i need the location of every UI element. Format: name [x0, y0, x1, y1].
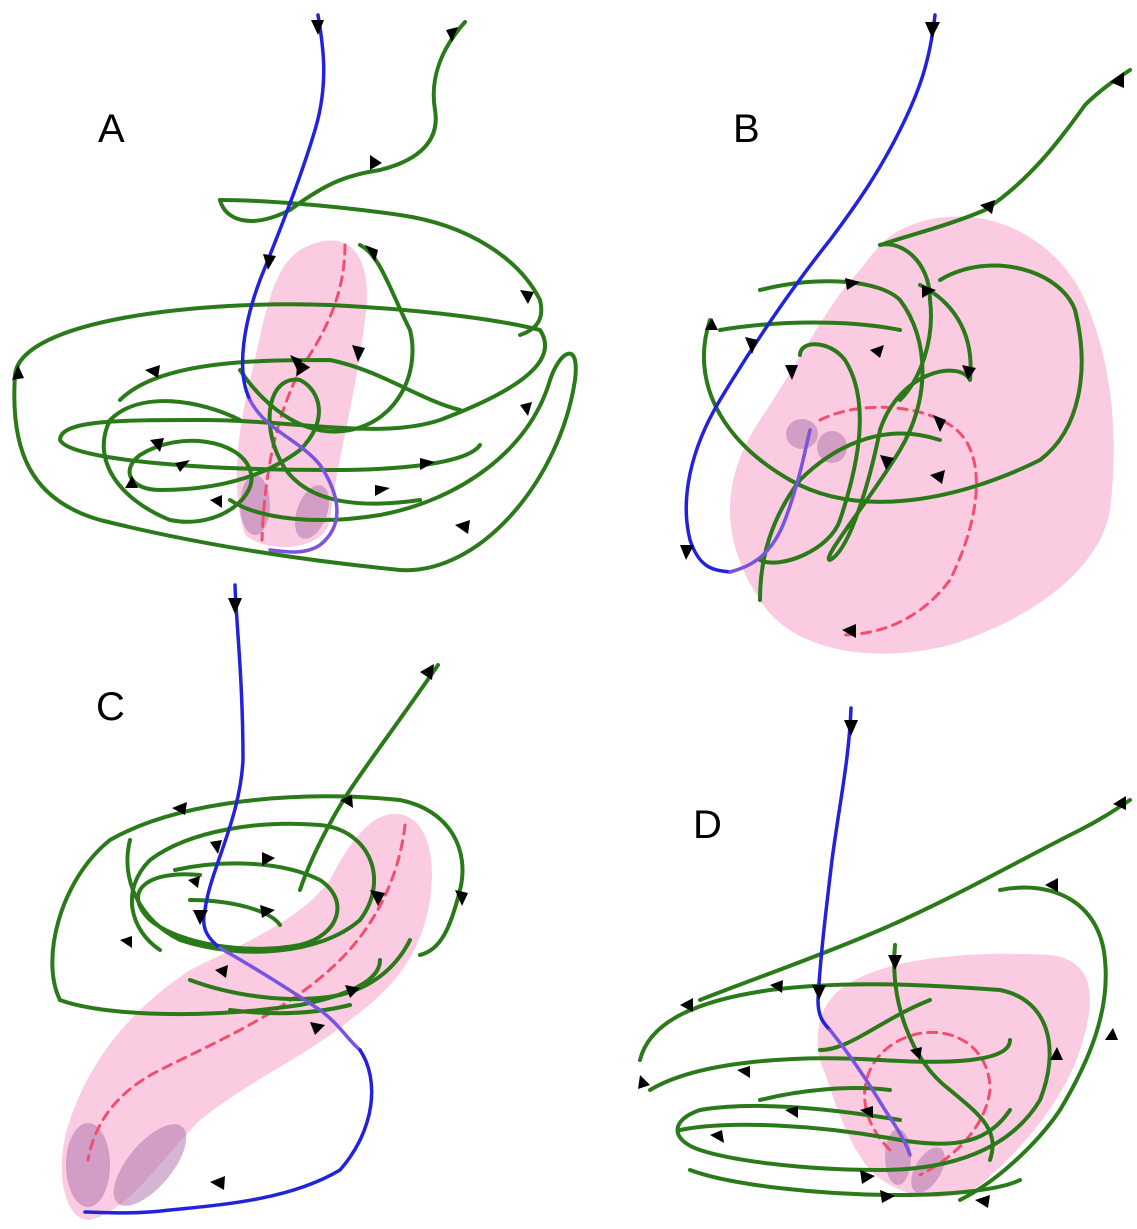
arrowhead-c-12 [120, 936, 132, 948]
arrowhead-a-8 [145, 365, 160, 378]
arrowhead-c-16 [210, 1176, 225, 1190]
arrowhead-a-18 [455, 520, 470, 534]
arrowhead-a-17 [210, 495, 222, 508]
basin-c-1 [66, 1123, 110, 1207]
arrowhead-a-6 [520, 290, 534, 304]
panel-label-a: A [98, 107, 125, 151]
panel-d: D [638, 708, 1130, 1208]
pink-region-c [62, 814, 432, 1220]
panel-label-b: B [733, 107, 760, 151]
panel-b: B [680, 15, 1130, 654]
blue-trajectory-c [204, 585, 243, 948]
arrowhead-a-15 [375, 485, 390, 496]
arrowhead-c-1 [228, 598, 242, 614]
panel-label-d: D [693, 803, 722, 847]
green-trajectory-a-exit [220, 22, 465, 221]
panel-label-c: C [96, 685, 125, 729]
panel-c: C [52, 585, 468, 1220]
arrowhead-d-15 [710, 1130, 724, 1143]
panel-a: A [12, 15, 576, 570]
arrowhead-a-3 [370, 155, 382, 170]
arrowhead-b-1 [925, 22, 940, 38]
arrowhead-b-14 [680, 545, 694, 560]
arrowhead-d-12 [638, 1075, 650, 1089]
arrowhead-d-8 [1105, 1028, 1118, 1040]
arrowhead-d-18 [975, 1195, 990, 1208]
arrowhead-c-7 [188, 876, 200, 888]
blue-trajectory-d [818, 708, 851, 1030]
basin-b-1 [786, 419, 818, 449]
green-trajectory-b-exit [880, 70, 1130, 245]
arrowhead-d-17 [880, 1190, 895, 1203]
arrowhead-c-11 [193, 910, 208, 925]
arrowhead-d-1 [844, 720, 858, 736]
arrowhead-a-14 [520, 402, 532, 416]
arrowhead-d-10 [737, 1066, 750, 1078]
arrowhead-d-5 [812, 985, 826, 1000]
